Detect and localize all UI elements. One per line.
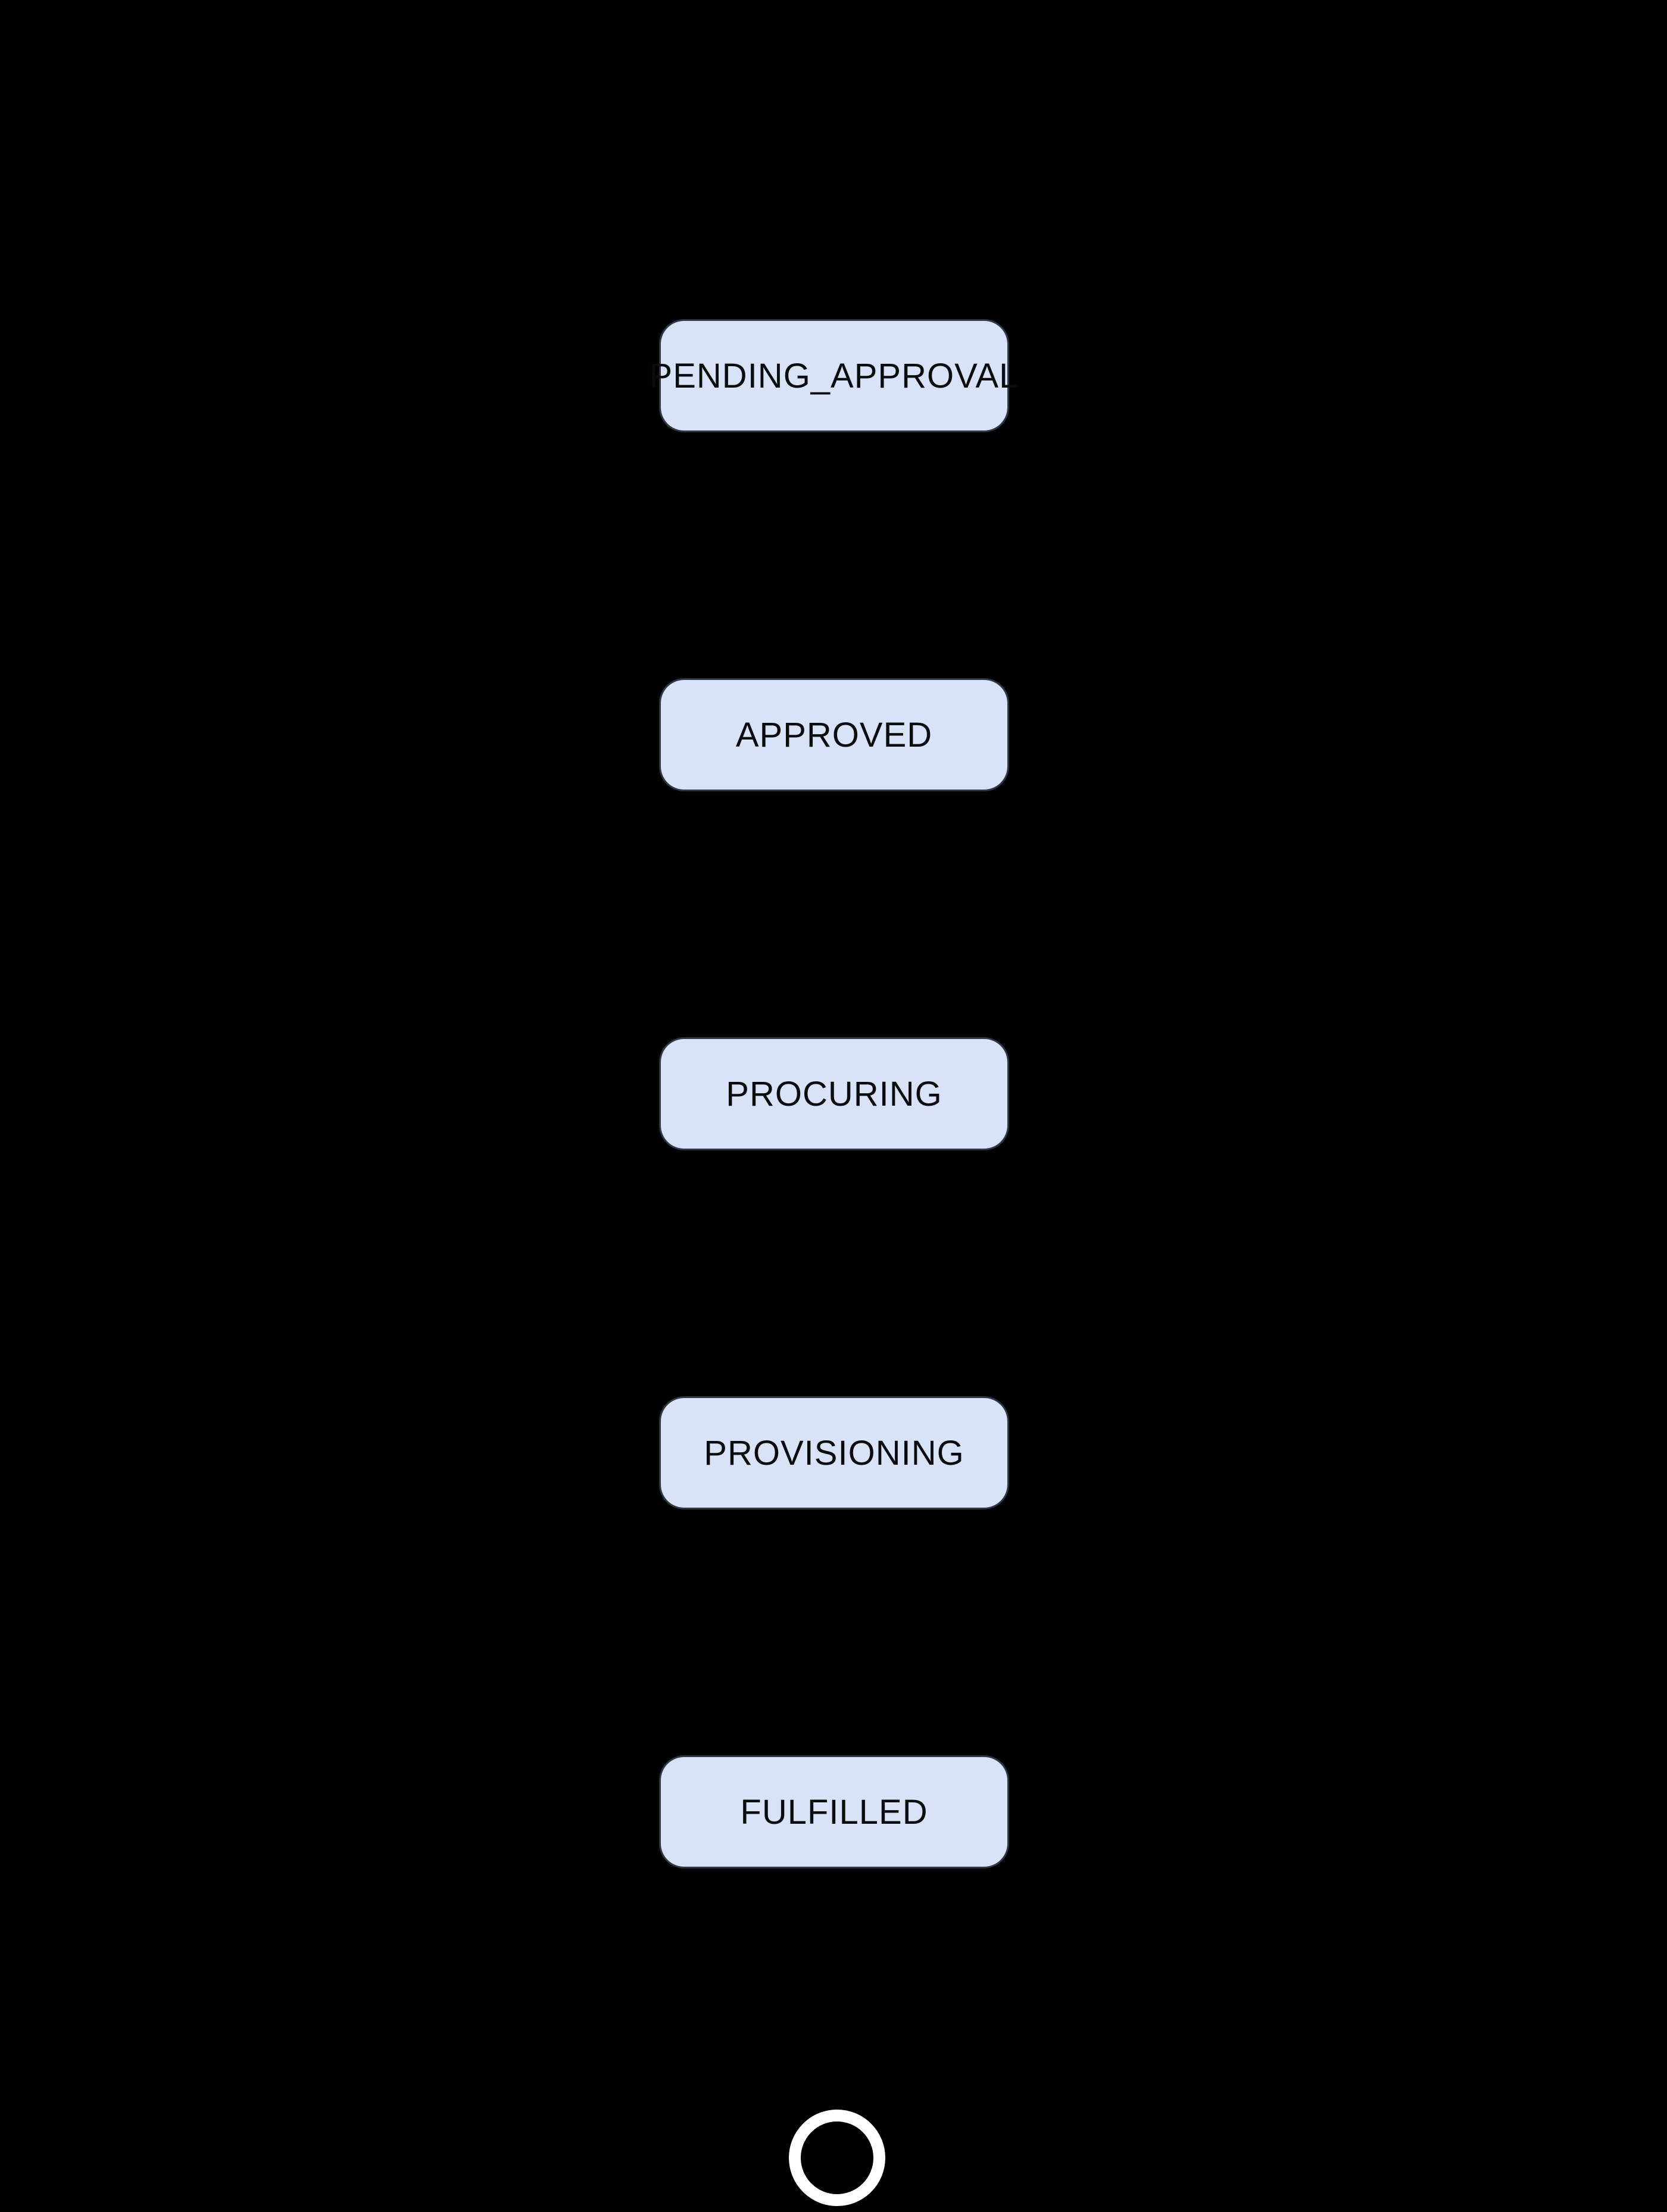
state-node-provisioning: PROVISIONING bbox=[659, 1396, 1009, 1509]
final-state-ring-icon bbox=[789, 2110, 885, 2206]
state-label: PROCURING bbox=[726, 1074, 942, 1113]
state-label: FULFILLED bbox=[740, 1792, 928, 1832]
state-node-procuring: PROCURING bbox=[659, 1037, 1009, 1150]
state-label: PENDING_APPROVAL bbox=[649, 356, 1019, 395]
state-node-pending-approval: PENDING_APPROVAL bbox=[650, 319, 1018, 432]
state-node-approved: APPROVED bbox=[659, 678, 1009, 791]
state-node-fulfilled: FULFILLED bbox=[659, 1755, 1009, 1868]
state-label: APPROVED bbox=[735, 715, 933, 754]
state-label: PROVISIONING bbox=[704, 1433, 964, 1472]
